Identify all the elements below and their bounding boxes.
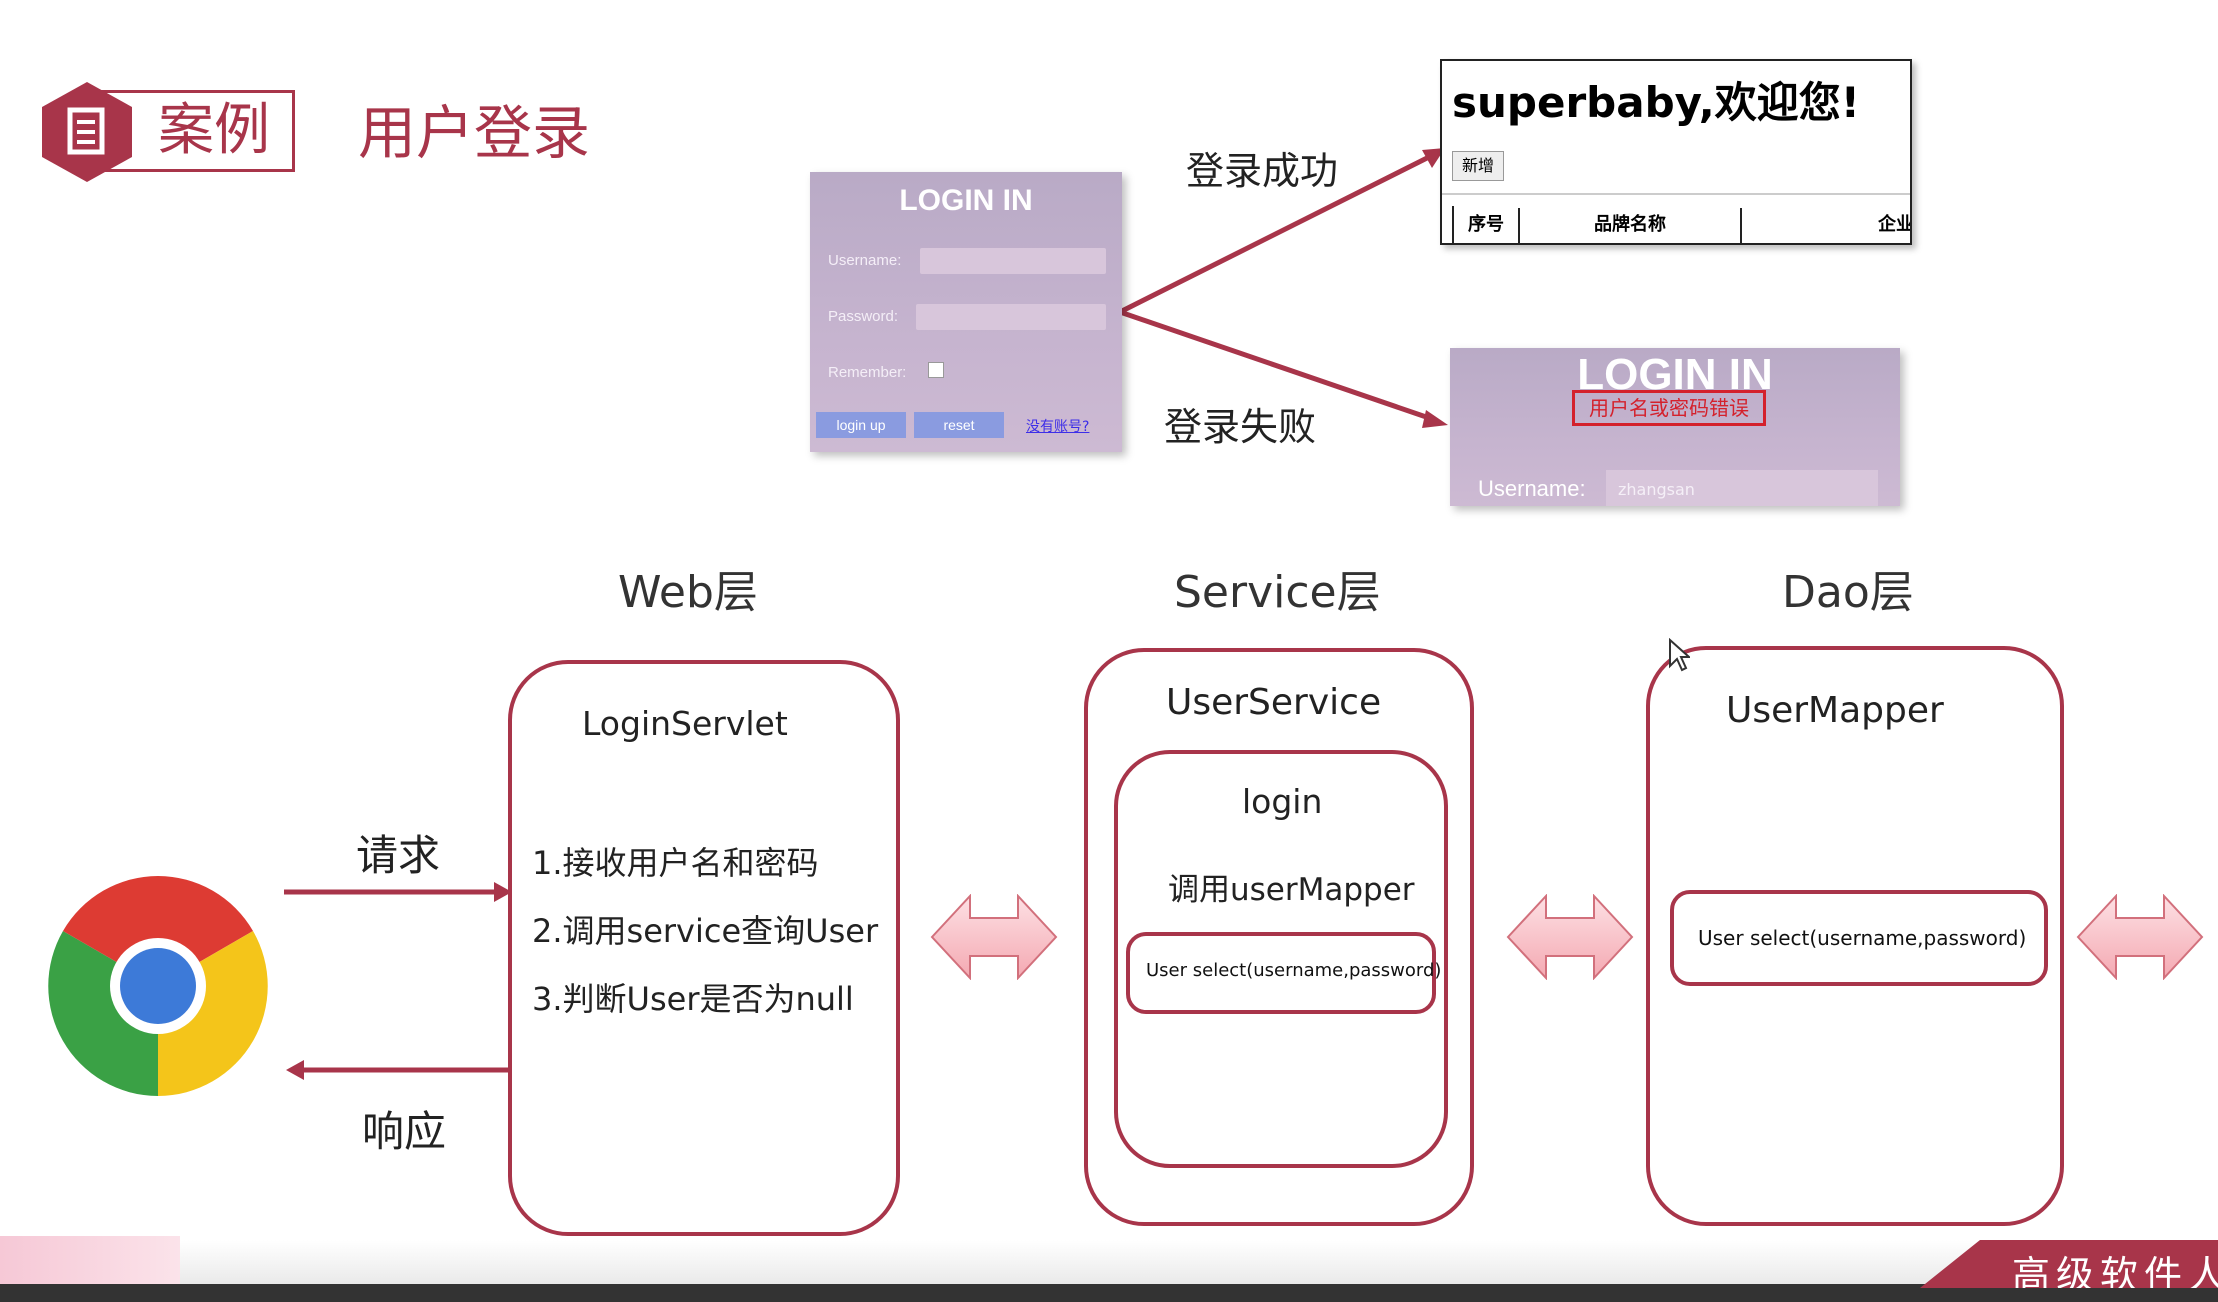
method-name: login: [1242, 782, 1323, 821]
failure-page-screenshot: LOGIN IN 用户名或密码错误 Username: zhangsan: [1450, 348, 1900, 506]
result-arrows: [1118, 148, 1448, 428]
web-layer-heading: Web层: [618, 567, 758, 618]
service-layer-heading: Service层: [1174, 567, 1381, 618]
reset-button[interactable]: reset: [914, 412, 1004, 438]
username-field[interactable]: zhangsan: [1606, 470, 1878, 506]
double-arrow-icon: [930, 894, 1058, 980]
divider: [1442, 193, 1910, 195]
add-button[interactable]: 新增: [1452, 151, 1504, 181]
footer-bar: [0, 1284, 2218, 1302]
password-label: Password:: [828, 308, 899, 325]
web-layer-box: [508, 660, 900, 1236]
login-form-screenshot: LOGIN IN Username: Password: Remember: l…: [810, 172, 1122, 452]
footer-accent: [0, 1236, 180, 1284]
login-button[interactable]: login up: [816, 412, 906, 438]
mapper-name: UserMapper: [1726, 690, 1944, 731]
brand-banner: 高级软件人: [1920, 1240, 2218, 1288]
request-label: 请求: [356, 831, 441, 880]
mouse-pointer-icon: [1669, 638, 1690, 672]
error-message: 用户名或密码错误: [1572, 390, 1766, 426]
double-arrow-icon: [2076, 894, 2204, 980]
request-response-arrows: [284, 882, 512, 1080]
response-label: 响应: [362, 1107, 447, 1156]
chrome-browser-icon: [48, 876, 268, 1096]
welcome-message: superbaby,欢迎您!: [1452, 78, 1860, 127]
badge-label: 案例: [158, 98, 270, 163]
select-signature: User select(username,password): [1698, 926, 2027, 950]
brand-text: 高级软件人: [2012, 1253, 2218, 1297]
username-field[interactable]: [920, 248, 1106, 274]
service-name: UserService: [1166, 682, 1382, 723]
web-step: 1.接收用户名和密码: [532, 844, 819, 882]
failure-caption: 登录失败: [1164, 405, 1317, 449]
register-link[interactable]: 没有账号?: [1026, 419, 1090, 435]
table-header-cell: 企业名: [1742, 208, 1910, 243]
username-value: zhangsan: [1618, 480, 1695, 499]
signature-box: [1670, 890, 2048, 986]
username-label: Username:: [1478, 476, 1586, 501]
servlet-name: LoginServlet: [582, 704, 788, 743]
select-signature: User select(username,password): [1146, 960, 1442, 981]
brand-table-header: 序号 品牌名称 企业名: [1452, 206, 1910, 243]
call-description: 调用userMapper: [1168, 872, 1415, 908]
web-step: 3.判断User是否为null: [532, 980, 854, 1018]
success-caption: 登录成功: [1186, 149, 1339, 193]
page-title: 用户登录: [358, 99, 591, 167]
password-field[interactable]: [916, 304, 1106, 330]
table-header-cell: 序号: [1454, 208, 1520, 243]
login-title: LOGIN IN: [899, 184, 1033, 217]
success-page-screenshot: superbaby,欢迎您! 新增 序号 品牌名称 企业名: [1440, 59, 1912, 245]
double-arrow-icon: [1506, 894, 1634, 980]
dao-layer-heading: Dao层: [1782, 567, 1914, 618]
username-label: Username:: [828, 252, 902, 269]
table-header-cell: 品牌名称: [1520, 208, 1742, 243]
remember-checkbox[interactable]: [928, 362, 944, 378]
signature-box: [1126, 932, 1436, 1014]
document-icon: [42, 82, 132, 182]
web-step: 2.调用service查询User: [532, 912, 879, 950]
remember-label: Remember:: [828, 364, 907, 381]
footer-band: [0, 1240, 2218, 1284]
